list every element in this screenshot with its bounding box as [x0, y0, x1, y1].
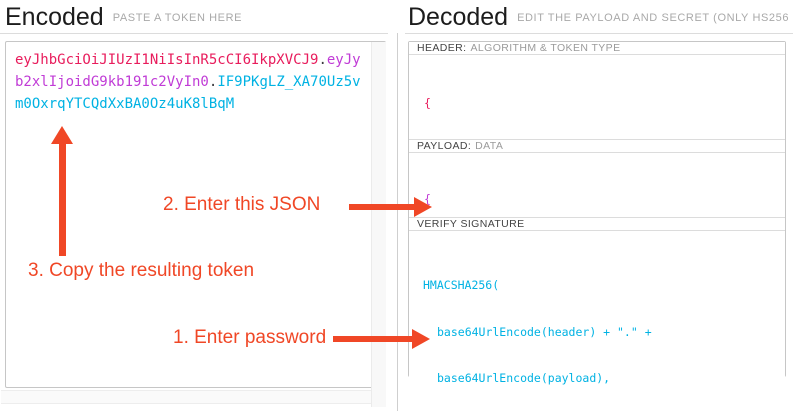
- horizontal-scrollbar[interactable]: [1, 390, 371, 404]
- decoded-panel: HEADER: ALGORITHM & TOKEN TYPE { "alg": …: [408, 41, 786, 411]
- arrow-up-icon: [59, 143, 66, 256]
- header-json-line: {: [424, 96, 431, 110]
- annotation-step3: 3. Copy the resulting token: [28, 260, 255, 281]
- token-signature-part: IF9PKgLZ_XA70Uz5vm0OxrqYTCQdXxBA0Oz4uK8l…: [15, 74, 361, 112]
- encoded-header-divider: [0, 33, 388, 34]
- decoded-title-text: Decoded: [408, 3, 509, 31]
- header-section-label: HEADER: ALGORITHM & TOKEN TYPE: [409, 42, 785, 55]
- arrow-up-head-icon: [51, 126, 73, 144]
- header-label-strong: HEADER:: [417, 42, 467, 54]
- encoded-panel-subtitle: PASTE A TOKEN HERE: [112, 12, 243, 24]
- token-header-part: eyJhbGciOiJIUzI1NiIsInR5cCI6IkpXVCJ9: [15, 52, 319, 68]
- arrow-right-json-icon: [349, 204, 415, 210]
- header-json-editor: { "alg": "HS256", "typ": "JWT" }: [409, 55, 785, 236]
- header-label-rest: ALGORITHM & TOKEN TYPE: [470, 42, 621, 54]
- arrow-right-json-head-icon: [414, 197, 432, 217]
- payload-json-editor[interactable]: { "role": "todo_user" }: [409, 153, 785, 302]
- signature-section-label: VERIFY SIGNATURE: [409, 218, 785, 231]
- arrow-right-password-head-icon: [412, 329, 430, 349]
- signature-code-line: base64UrlEncode(header) + "." +: [437, 324, 652, 339]
- annotation-step2: 2. Enter this JSON: [163, 194, 321, 215]
- signature-code-line: base64UrlEncode(payload),: [437, 371, 611, 385]
- vertical-scrollbar[interactable]: [371, 42, 386, 407]
- encoded-title-text: Encoded: [5, 3, 104, 31]
- encoded-token-textarea[interactable]: eyJhbGciOiJIUzI1NiIsInR5cCI6IkpXVCJ9.eyJ…: [5, 41, 386, 388]
- encoded-token-text[interactable]: eyJhbGciOiJIUzI1NiIsInR5cCI6IkpXVCJ9.eyJ…: [15, 49, 365, 115]
- payload-label-rest: DATA: [475, 140, 504, 152]
- signature-label: VERIFY SIGNATURE: [417, 218, 525, 230]
- token-dot-2: .: [208, 74, 218, 90]
- decoded-header-divider: [405, 33, 793, 34]
- payload-json-line: {: [424, 192, 431, 206]
- encoded-panel-title: Encoded PASTE A TOKEN HERE: [5, 3, 242, 32]
- annotation-step1: 1. Enter password: [173, 327, 327, 348]
- token-dot-1: .: [318, 52, 327, 68]
- column-divider: [397, 33, 398, 411]
- signature-code-area: HMACSHA256( base64UrlEncode(header) + ".…: [409, 231, 785, 411]
- signature-code-line: HMACSHA256(: [423, 278, 500, 292]
- payload-section-label: PAYLOAD: DATA: [409, 140, 785, 153]
- payload-label-strong: PAYLOAD:: [417, 140, 472, 152]
- token-payload-part: eyJyb2xlIjoidG9kb191c2VyIn0: [15, 52, 361, 90]
- arrow-right-password-icon: [333, 336, 413, 342]
